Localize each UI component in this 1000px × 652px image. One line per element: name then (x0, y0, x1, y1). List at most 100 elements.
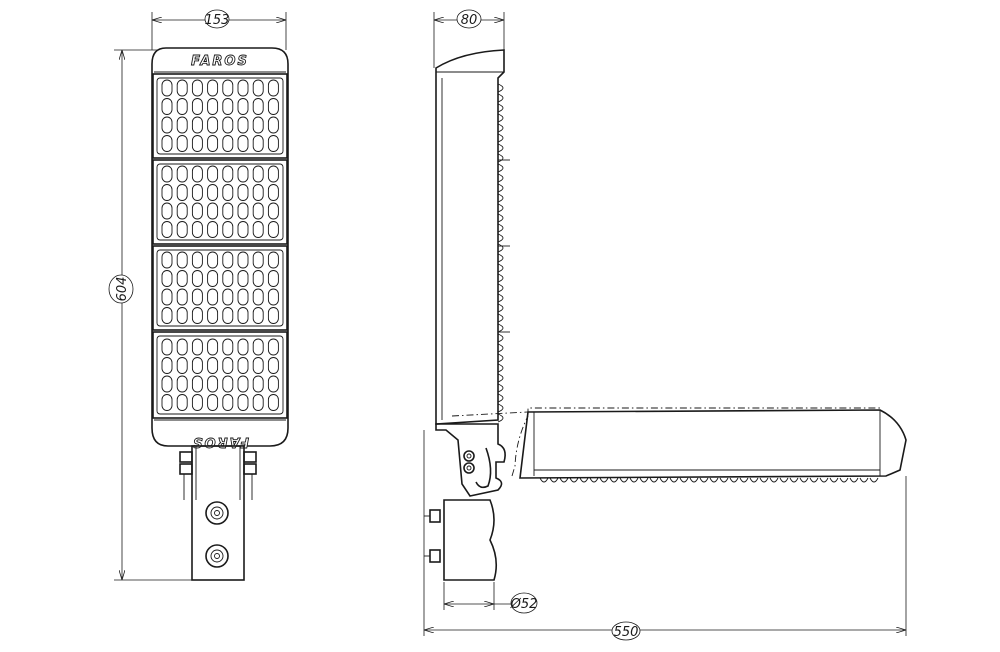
led-lens (207, 288, 219, 306)
side-lens-bump (497, 153, 504, 163)
bottom-lens-bump (649, 477, 659, 483)
led-lens (161, 79, 173, 97)
led-lens (222, 116, 234, 134)
bottom-lens-bump (839, 477, 849, 483)
led-lens (237, 375, 249, 393)
dimension-width-label: 153 (205, 13, 230, 28)
led-lens (191, 307, 203, 324)
dimension-width: 153 (151, 9, 287, 50)
led-lens (267, 307, 279, 324)
bottom-lens-bump (539, 477, 549, 483)
led-lens (252, 270, 264, 287)
led-lens (267, 221, 279, 238)
side-lens-bump (497, 333, 504, 343)
led-lens (237, 251, 249, 269)
led-lens (161, 221, 173, 238)
led-lens (207, 184, 219, 201)
side-lens-bump (497, 273, 504, 283)
dimension-depth: 80 (433, 9, 505, 68)
led-lens (222, 270, 234, 287)
bottom-lens-bump (729, 477, 739, 483)
side-lens-bump (497, 253, 504, 263)
front-mount-bracket (179, 445, 257, 581)
led-lens (237, 98, 249, 115)
led-lens (191, 357, 203, 374)
led-lens (176, 251, 188, 269)
side-lens-bump (497, 303, 504, 313)
led-lens (207, 116, 219, 134)
led-lens (237, 79, 249, 97)
led-lens (222, 79, 234, 97)
bottom-lens-bump (699, 477, 709, 483)
led-lens (161, 357, 173, 374)
bottom-lens-bump (799, 477, 809, 483)
led-lens (191, 98, 203, 115)
side-lens-bump (497, 113, 504, 123)
led-lens (252, 184, 264, 201)
side-lens-bump (497, 363, 504, 373)
led-lens (237, 116, 249, 134)
bottom-lens-bump (789, 477, 799, 483)
led-lens (161, 202, 173, 220)
side-housing (435, 49, 505, 425)
bottom-lens-bump (819, 477, 829, 483)
led-lens (267, 98, 279, 115)
led-lens (252, 251, 264, 269)
led-lens (222, 357, 234, 374)
dimension-depth-label: 80 (461, 13, 478, 28)
led-lens (222, 251, 234, 269)
led-lens (176, 184, 188, 201)
bottom-lens-bump (709, 477, 719, 483)
led-lens (237, 221, 249, 238)
side-mount-bracket (435, 423, 506, 497)
bottom-lens-bump (619, 477, 629, 483)
led-lens (191, 270, 203, 287)
led-lens (252, 338, 264, 356)
led-lens (176, 98, 188, 115)
led-lens (191, 394, 203, 411)
led-lens (237, 357, 249, 374)
led-lens (207, 338, 219, 356)
led-lens (191, 79, 203, 97)
led-lens (207, 221, 219, 238)
pole-pipe (443, 499, 498, 581)
side-lens-bump (497, 193, 504, 203)
side-lens-bump (497, 123, 504, 133)
led-lens (161, 375, 173, 393)
led-lens (176, 79, 188, 97)
led-lens (207, 202, 219, 220)
bottom-lens-bump (849, 477, 859, 483)
side-lens-bump (497, 413, 504, 423)
led-lens (191, 202, 203, 220)
led-lens (176, 307, 188, 324)
bottom-lens-bump (669, 477, 679, 483)
led-lens (161, 165, 173, 183)
led-lens (252, 375, 264, 393)
side-lens-bump (497, 213, 504, 223)
side-lens-bump (497, 183, 504, 193)
led-lens (161, 98, 173, 115)
led-lens (237, 135, 249, 152)
dimension-height: 604 (108, 49, 192, 581)
led-lens (191, 251, 203, 269)
led-lens (222, 221, 234, 238)
led-lens (252, 307, 264, 324)
bottom-lens-bump (559, 477, 569, 483)
led-lens (207, 135, 219, 152)
led-lens (267, 79, 279, 97)
led-lens (252, 135, 264, 152)
led-lens (191, 135, 203, 152)
led-lens (267, 394, 279, 411)
led-lens (161, 184, 173, 201)
side-lens-bump (497, 293, 504, 303)
led-lens (176, 135, 188, 152)
led-module-2 (152, 159, 288, 245)
led-lens (207, 307, 219, 324)
logo-top: FAROS (191, 54, 249, 69)
side-lens-bump (497, 313, 504, 323)
led-lens (237, 165, 249, 183)
led-lens (176, 338, 188, 356)
led-lens (222, 135, 234, 152)
led-lens (161, 394, 173, 411)
